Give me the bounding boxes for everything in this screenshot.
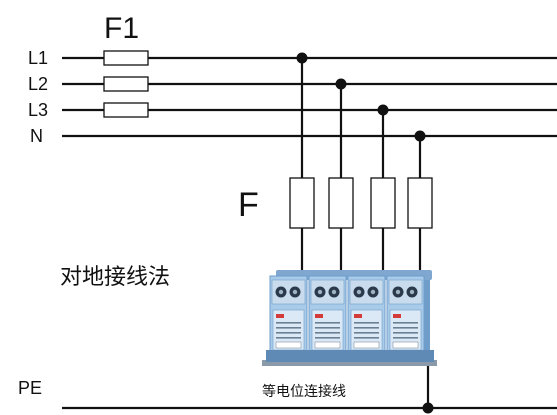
terminal-screw-center: [331, 289, 337, 295]
line-label-n: N: [30, 126, 43, 146]
branch-fuse-3: [370, 177, 396, 229]
main-line-l1: L1: [28, 48, 557, 68]
surge-protector-device: [262, 270, 437, 366]
spd-module: [269, 275, 308, 357]
class-tag: [353, 341, 380, 349]
method-caption: 对地接线法: [60, 265, 170, 290]
terminal-screw-center: [278, 289, 284, 295]
junction-dot-l1: [296, 52, 308, 64]
spd-module: [347, 275, 386, 357]
spd-modules: [269, 275, 430, 357]
fine-print-line: [315, 322, 340, 324]
main-line-l3: L3: [28, 100, 557, 120]
terminal-screw-center: [317, 289, 323, 295]
fuse-l1: [103, 50, 149, 66]
spd-module: [386, 275, 425, 357]
fine-print-line: [393, 322, 418, 324]
main-line-n: N: [30, 126, 557, 146]
din-rail: [262, 360, 437, 366]
main-line-l2: L2: [28, 74, 557, 94]
branch-fuse-4: [407, 177, 433, 229]
junction-dot-l2: [335, 78, 347, 90]
fine-print-line: [276, 327, 301, 329]
branch-fuse-2: [328, 177, 354, 229]
class-tag: [314, 341, 341, 349]
fine-print-line: [276, 337, 301, 339]
brand-mark: [354, 314, 362, 318]
spd-base: [266, 350, 434, 362]
fine-print-line: [393, 327, 418, 329]
brand-mark: [393, 314, 401, 318]
bonding-caption: 等电位连接线: [262, 383, 346, 400]
line-label-l2: L2: [28, 74, 48, 94]
line-label-l1: L1: [28, 48, 48, 68]
line-label-l3: L3: [28, 100, 48, 120]
spd-end-cap: [424, 280, 430, 356]
fine-print-line: [315, 327, 340, 329]
fine-print-line: [354, 327, 379, 329]
spd-module: [308, 275, 347, 357]
terminal-screw-center: [409, 289, 415, 295]
terminal-screw-center: [292, 289, 298, 295]
fuse-l2: [103, 76, 149, 92]
terminal-screw-center: [356, 289, 362, 295]
branch-fuse-1: [289, 177, 315, 229]
brand-mark: [276, 314, 284, 318]
brand-mark: [315, 314, 323, 318]
terminal-screw-center: [370, 289, 376, 295]
fuse-l3: [103, 102, 149, 118]
class-tag: [392, 341, 419, 349]
fine-print-line: [393, 332, 418, 334]
fine-print-line: [315, 332, 340, 334]
fine-print-line: [354, 332, 379, 334]
branch-fuse-label: F: [238, 186, 259, 224]
terminal-screw-center: [395, 289, 401, 295]
junction-dot-pe: [422, 402, 434, 414]
junction-dot-n: [414, 130, 426, 142]
fine-print-line: [393, 337, 418, 339]
fine-print-line: [276, 332, 301, 334]
fine-print-line: [354, 322, 379, 324]
fine-print-line: [354, 337, 379, 339]
fuse-group-label: F1: [104, 12, 139, 45]
fine-print-line: [315, 337, 340, 339]
class-tag: [275, 341, 302, 349]
junction-dot-l3: [377, 104, 389, 116]
line-label-pe: PE: [18, 378, 42, 398]
fine-print-line: [276, 322, 301, 324]
